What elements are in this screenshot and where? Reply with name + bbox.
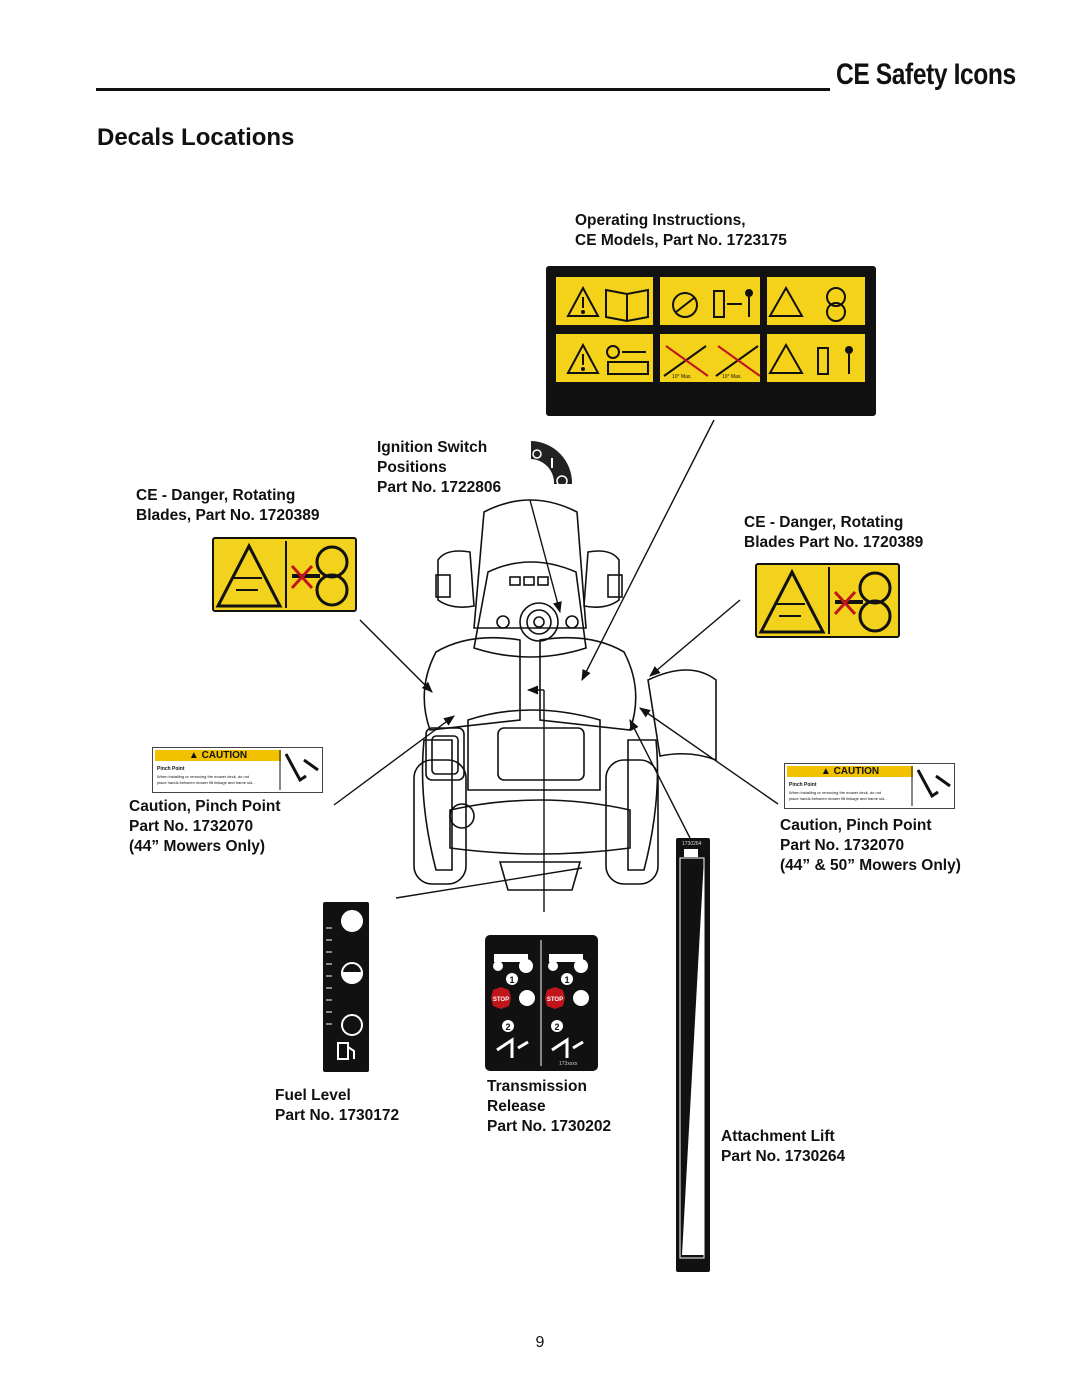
bystander-distance-icon [713, 289, 753, 318]
blade-icon [315, 545, 349, 579]
caution-bar: ▲ CAUTION [787, 766, 913, 777]
caution-warning-icon: ▲ [820, 766, 831, 777]
fuel-cap [449, 803, 475, 829]
warning-triangle-icon [758, 568, 826, 634]
seat-back [473, 499, 587, 629]
transmission-decal-icons [491, 940, 589, 1066]
caution-body-line-2: place hands between mower lift linkage a… [157, 780, 256, 785]
lever-icon [496, 1037, 529, 1058]
off-position-icon [532, 449, 542, 459]
lift-down-icon [684, 849, 698, 857]
stop-label-right: STOP [547, 997, 563, 1003]
start-position-icon [556, 475, 568, 487]
stop-label-left: STOP [493, 997, 509, 1003]
fender-right [539, 636, 637, 731]
dashboard [473, 561, 587, 658]
slope-max-left: 10° Max. [672, 374, 692, 380]
fender-left [423, 636, 521, 731]
lift-up-icon [684, 1245, 698, 1255]
caution-body-line-2: place hands between mower lift linkage a… [789, 796, 888, 801]
tractor-icon [548, 954, 588, 973]
slope-icon [663, 345, 761, 377]
rotating-blade-icon [672, 292, 698, 318]
fuel-empty-icon [341, 1014, 363, 1036]
danger-decal-right-icons [758, 567, 892, 634]
warning-key-panel [554, 332, 655, 384]
tractor-drawing [413, 499, 717, 891]
caution-body-line-1: When installing or removing the mower de… [157, 774, 250, 779]
attachment-code: 1730264 [682, 841, 702, 847]
fuel-level-markings [326, 910, 364, 1060]
tractor-bystander-panel [658, 275, 762, 327]
warning-triangle-icon [566, 342, 600, 374]
pinch-point-heading: Pinch Point [157, 766, 185, 772]
stop-sign-icon [545, 987, 565, 1009]
leader-arrows [333, 419, 779, 912]
step-two-left: 2 [505, 1022, 510, 1032]
warning-manual-panel [554, 275, 655, 327]
caution-bar: ▲ CAUTION [155, 750, 281, 761]
header-rule [96, 88, 830, 91]
fuel-pump-icon [337, 1042, 355, 1060]
slope-max-right: 10° Max. [722, 374, 742, 380]
operating-decal-icons [566, 285, 853, 377]
page-number: 9 [535, 1334, 545, 1351]
caution-warning-icon: ▲ [188, 750, 199, 761]
thrown-object-icon [768, 342, 853, 375]
rear-tire-left [413, 759, 467, 885]
manual-book-icon [605, 288, 649, 323]
pinch-point-heading: Pinch Point [789, 782, 817, 788]
step-one-left: 1 [509, 975, 514, 985]
pinch-hand-icon [279, 750, 951, 806]
danger-decal-left-icons [215, 541, 349, 608]
rear-bumper [449, 799, 631, 855]
attachment-lift-wedge [679, 849, 705, 1259]
header-title: CE Safety Icons [836, 58, 1016, 91]
fuel-full-icon [341, 910, 363, 932]
section-title: Decals Locations [97, 124, 295, 151]
lever-icon [551, 1037, 584, 1058]
step-two-right: 2 [554, 1022, 559, 1032]
seat [467, 709, 601, 791]
ignition-switch-decal [531, 441, 573, 487]
blade-danger-icon [768, 285, 846, 322]
step-one-right: 1 [564, 975, 569, 985]
tractor-icon [493, 954, 533, 973]
label-operating-instructions: Operating Instructions,CE Models, Part N… [575, 212, 787, 249]
steering-hub [519, 602, 559, 642]
caution-body-line-1: When installing or removing the mower de… [789, 790, 882, 795]
rear-tire-right [605, 759, 659, 885]
slope-warning-panel [658, 332, 762, 384]
blade-danger-panel [765, 275, 867, 327]
warning-triangle-icon [566, 285, 600, 317]
stop-sign-icon [491, 987, 511, 1009]
mower-chute [647, 669, 717, 762]
blade-icon [858, 571, 892, 605]
transmission-code: 173xxxx [559, 1061, 578, 1067]
key-remove-icon [606, 345, 649, 375]
warning-triangle-icon [215, 542, 283, 608]
